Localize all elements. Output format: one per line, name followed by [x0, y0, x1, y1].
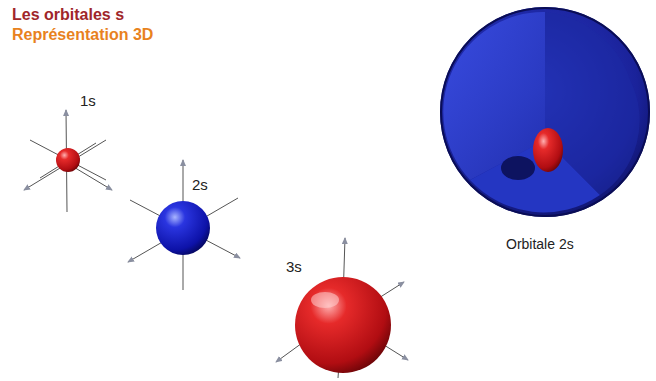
- orbital-label: 1s: [80, 92, 96, 109]
- orbital-3s-sphere: [295, 277, 391, 373]
- orbital-2s-cutaway: [440, 7, 650, 217]
- orbital-2s-sphere: [156, 201, 210, 255]
- diagram-title: Les orbitales s: [12, 6, 124, 24]
- sphere-highlight: [311, 292, 339, 308]
- axes-3s: [276, 238, 408, 378]
- subtitle: Représentation 3D: [12, 26, 153, 44]
- orbital-label: 2s: [192, 176, 208, 193]
- orbital-label: 3s: [286, 258, 302, 275]
- orbital-1s-sphere: [56, 148, 80, 172]
- figure-label: Orbitale 2s: [506, 236, 574, 252]
- axes-2s: [128, 160, 240, 290]
- axes-1s: [24, 110, 112, 212]
